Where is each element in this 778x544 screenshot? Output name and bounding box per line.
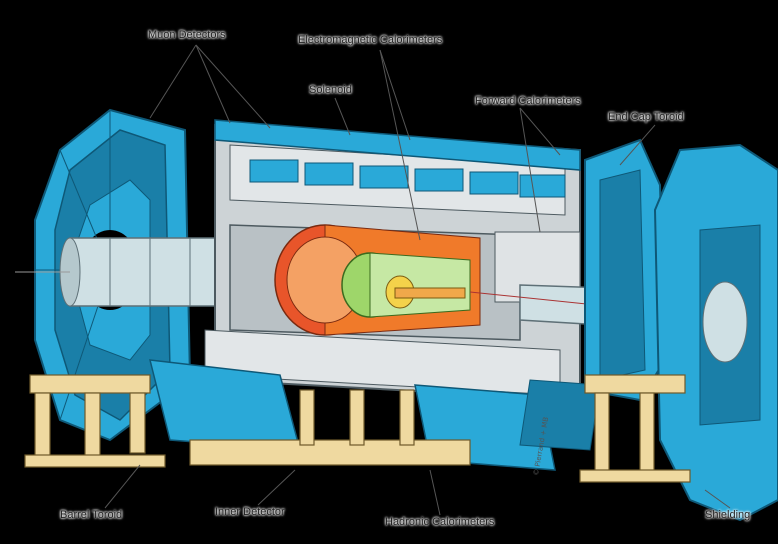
support-feet xyxy=(24,374,691,483)
inner-detector xyxy=(341,252,471,318)
label-muon-detectors: Muon Detectors xyxy=(148,29,226,41)
label-barrel-toroid: Barrel Toroid xyxy=(60,509,123,521)
left-forward-shielding xyxy=(15,237,231,307)
end-cap-toroid-wheel xyxy=(584,138,667,402)
barrel-muon-bottom xyxy=(149,359,601,471)
label-shielding: Shielding xyxy=(705,509,751,521)
label-hadronic-calorimeters: Hadronic Calorimeters xyxy=(385,516,495,528)
barrel-muon-top xyxy=(214,119,581,198)
right-muon-wheel xyxy=(653,143,778,522)
leader-lines xyxy=(104,44,731,516)
label-electromagnetic-calorimeters: Electromagnetic Calorimeters xyxy=(298,34,443,46)
label-end-cap-toroid: End Cap Toroid xyxy=(608,111,684,123)
label-forward-calorimeters: Forward Calorimeters xyxy=(475,95,581,107)
label-inner-detector: Inner Detector xyxy=(215,506,285,518)
label-solenoid: Solenoid xyxy=(309,84,352,96)
